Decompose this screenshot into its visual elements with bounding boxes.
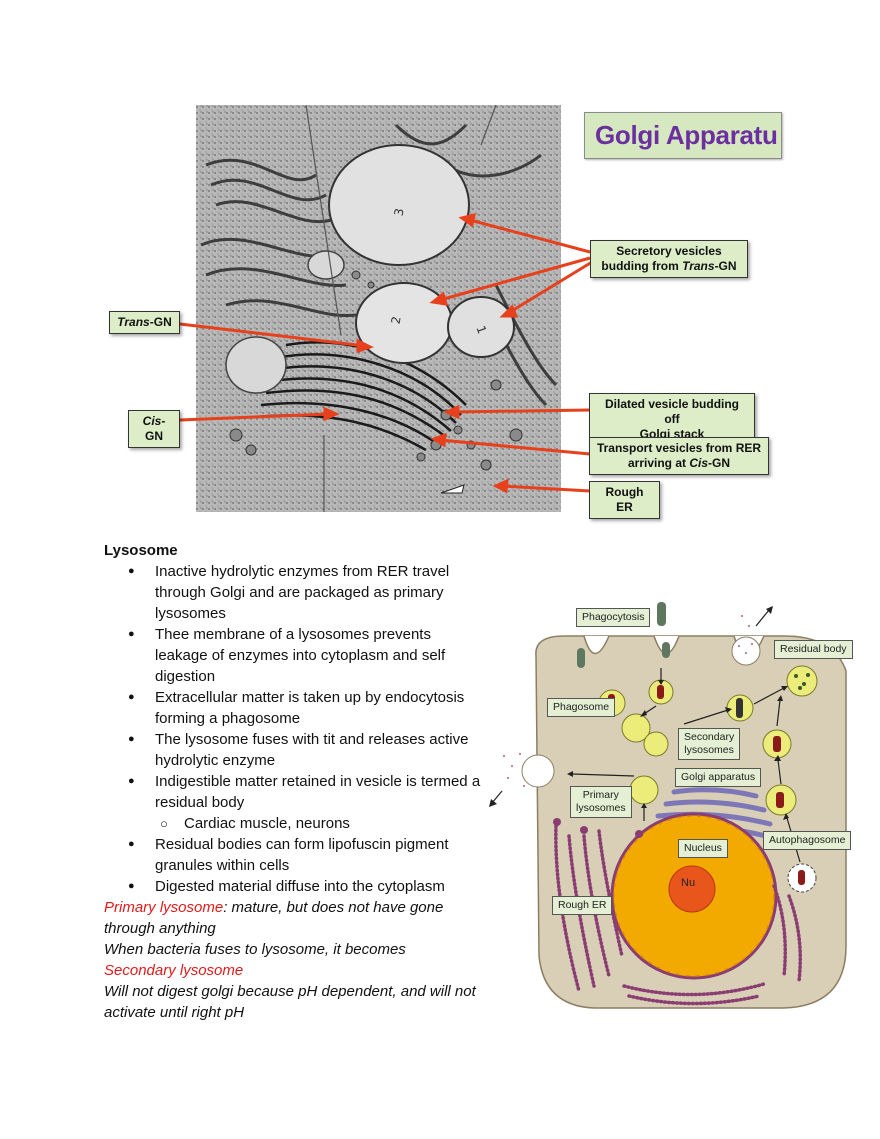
label-secondary-line1: Secondary bbox=[684, 731, 735, 743]
lysosome-sub-bullet-list: Cardiac muscle, neurons bbox=[104, 813, 484, 834]
arrow-secretory-2 bbox=[439, 256, 591, 302]
bacteria-note: When bacteria fuses to lysosome, it beco… bbox=[104, 941, 406, 958]
list-item: Thee membrane of a lysosomes prevents le… bbox=[128, 624, 484, 687]
golgi-title: Golgi Apparatu bbox=[595, 120, 778, 150]
vesicle-number-2: 2 bbox=[389, 315, 404, 325]
lysosome-heading: Lysosome bbox=[104, 542, 178, 559]
label-secondary-lysosomes: Secondary lysosomes bbox=[678, 728, 741, 760]
lysosome-bullet-list: Inactive hydrolytic enzymes from RER tra… bbox=[104, 561, 484, 813]
label-rough-er: Rough ER bbox=[552, 896, 613, 915]
label-phagosome: Phagosome bbox=[547, 698, 616, 717]
label-nu: Nu bbox=[681, 877, 696, 889]
arrow-secretory-1 bbox=[469, 218, 591, 254]
vesicle-number-3: 3 bbox=[392, 207, 407, 217]
callout-transport-line2: arriving at bbox=[627, 456, 686, 470]
callout-transport-cis: Cis bbox=[689, 456, 709, 470]
callout-secretory-vesicles: Secretory vesicles budding from Trans-GN bbox=[590, 240, 748, 278]
primary-lysosome-note: Primary lysosome: mature, but does not h… bbox=[104, 897, 484, 939]
lysosome-notes: Lysosome Inactive hydrolytic enzymes fro… bbox=[104, 540, 484, 1023]
nucleolus bbox=[668, 865, 716, 913]
micrograph-image: 3 2 1 bbox=[196, 105, 561, 512]
label-residual-body: Residual body bbox=[774, 640, 853, 659]
arrow-transport bbox=[439, 438, 591, 456]
callout-trans-italic: Trans bbox=[117, 315, 150, 329]
callout-secretory-trans: Trans bbox=[682, 259, 715, 273]
callout-transport-gn: -GN bbox=[708, 456, 731, 470]
ph-note: Will not digest golgi because pH depende… bbox=[104, 983, 476, 1021]
cell-illustration bbox=[489, 602, 847, 1009]
callout-secretory-line2: budding from bbox=[601, 259, 679, 273]
label-primary-line1: Primary bbox=[582, 789, 619, 801]
callout-secretory-gn: -GN bbox=[714, 259, 737, 273]
arrow-cis bbox=[179, 412, 331, 422]
arrow-secretory-3 bbox=[509, 260, 593, 314]
label-autophagosome: Autophagosome bbox=[763, 831, 852, 850]
callout-transport-vesicles: Transport vesicles from RER arriving at … bbox=[589, 437, 769, 475]
label-nucleus: Nucleus bbox=[678, 839, 728, 858]
callout-trans-gn: Trans-GN bbox=[109, 311, 180, 334]
lysosome-bullet-list-2: Residual bodies can form lipofuscin pigm… bbox=[104, 834, 484, 897]
lysosome-cell-diagram: Phagocytosis Residual body Phagosome Sec… bbox=[484, 596, 862, 1016]
primary-lysosome-term: Primary lysosome bbox=[104, 899, 224, 916]
vesicle-number-1: 1 bbox=[473, 324, 489, 336]
callout-cis-gn: Cis-GN bbox=[128, 410, 180, 448]
sub-list-item: Cardiac muscle, neurons bbox=[160, 813, 484, 834]
callout-rough-er: Rough ER bbox=[589, 481, 660, 519]
label-secondary-line2: lysosomes bbox=[684, 744, 734, 756]
list-item: Extracellular matter is taken up by endo… bbox=[128, 687, 484, 729]
arrow-dilated bbox=[452, 408, 591, 414]
callout-dilated-line1: Dilated vesicle budding off bbox=[604, 397, 740, 426]
list-item: Indigestible matter retained in vesicle … bbox=[128, 771, 484, 813]
list-item: The lysosome fuses with tit and releases… bbox=[128, 729, 484, 771]
label-primary-line2: lysosomes bbox=[576, 802, 626, 814]
callout-transport-line1: Transport vesicles from RER bbox=[596, 441, 762, 455]
primary-lysosome-definition: : mature, but does not have gone through… bbox=[104, 899, 444, 937]
list-item: Residual bodies can form lipofuscin pigm… bbox=[128, 834, 484, 876]
label-primary-lysosomes: Primary lysosomes bbox=[570, 786, 632, 818]
label-golgi-apparatus: Golgi apparatus bbox=[675, 768, 762, 787]
list-item: Digested material diffuse into the cytop… bbox=[128, 876, 484, 897]
callout-rough-er-text: Rough ER bbox=[605, 485, 644, 514]
callout-cis-gn-text: -GN bbox=[145, 414, 166, 443]
arrow-trans bbox=[179, 322, 366, 348]
golgi-arrows bbox=[179, 212, 593, 494]
secondary-lysosome-term: Secondary lysosome bbox=[104, 962, 244, 979]
golgi-micrograph: 3 2 1 bbox=[196, 105, 561, 512]
list-item: Inactive hydrolytic enzymes from RER tra… bbox=[128, 561, 484, 624]
arrow-rough-er bbox=[501, 484, 591, 493]
label-phagocytosis: Phagocytosis bbox=[576, 608, 651, 627]
callout-secretory-line1: Secretory vesicles bbox=[616, 244, 722, 258]
callout-trans-gn-text: -GN bbox=[149, 315, 172, 329]
golgi-title-box: Golgi Apparatu bbox=[584, 112, 782, 159]
callout-cis-italic: Cis bbox=[142, 414, 162, 428]
